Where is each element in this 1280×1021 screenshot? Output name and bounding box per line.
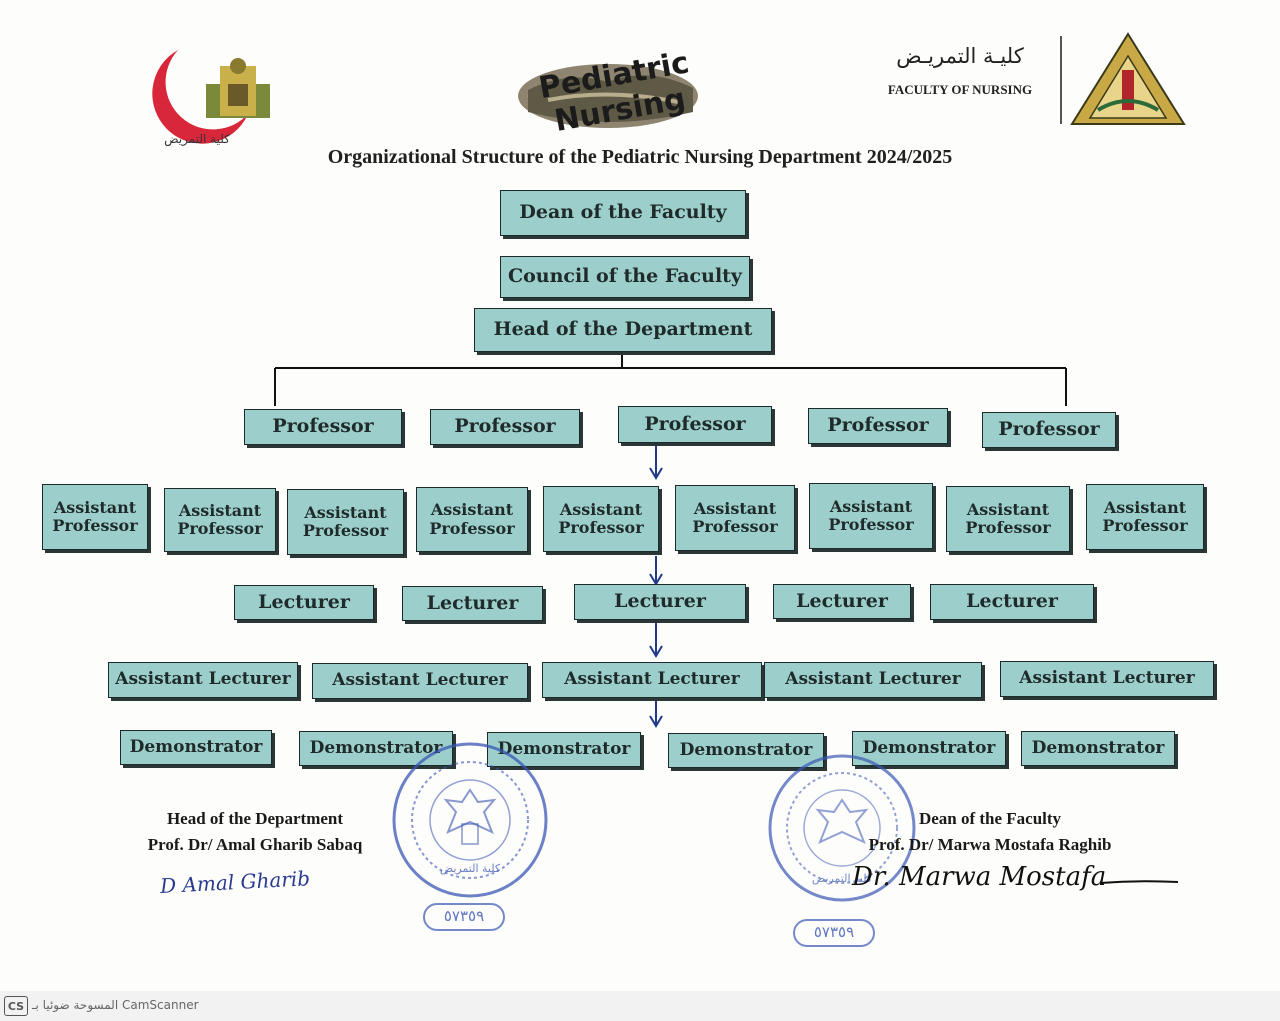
signature-underline xyxy=(1100,878,1180,888)
assistant-lecturer-box: Assistant Lecturer xyxy=(1000,661,1214,697)
dean-box: Dean of the Faculty xyxy=(500,190,746,236)
professor-box: Professor xyxy=(618,406,772,443)
left-signature-role: Head of the Department xyxy=(110,806,400,832)
left-signature-name: Prof. Dr/ Amal Gharib Sabaq xyxy=(110,832,400,858)
official-stamp-left: كلية التمريض ٥٧٣٥٩ xyxy=(390,740,550,940)
demonstrator-box: Demonstrator xyxy=(120,730,272,765)
assistant-professor-box: Assistant Professor xyxy=(287,489,404,555)
assistant-professor-box: Assistant Professor xyxy=(416,487,528,552)
assistant-lecturer-box: Assistant Lecturer xyxy=(312,663,528,699)
council-box: Council of the Faculty xyxy=(500,256,750,298)
assistant-professor-box: Assistant Professor xyxy=(164,488,276,552)
camscanner-logo-icon: CS xyxy=(4,996,28,1016)
camscanner-text: المسوحة ضوئيا بـ CamScanner xyxy=(32,998,199,1012)
professor-box: Professor xyxy=(808,408,948,444)
lecturer-box: Lecturer xyxy=(402,586,543,621)
assistant-lecturer-box: Assistant Lecturer xyxy=(108,662,298,698)
professor-box: Professor xyxy=(244,409,402,445)
assistant-professor-box: Assistant Professor xyxy=(675,485,795,551)
assistant-professor-box: Assistant Professor xyxy=(1086,484,1204,550)
assistant-professor-box: Assistant Professor xyxy=(42,484,148,550)
professor-box: Professor xyxy=(430,409,580,445)
demonstrator-box: Demonstrator xyxy=(1021,731,1175,766)
stamp-right-number: ٥٧٣٥٩ xyxy=(794,923,874,941)
assistant-lecturer-box: Assistant Lecturer xyxy=(542,662,762,698)
assistant-professor-box: Assistant Professor xyxy=(809,483,933,549)
professor-box: Professor xyxy=(982,412,1116,448)
stamp-left-text: كلية التمريض xyxy=(430,862,510,875)
lecturer-box: Lecturer xyxy=(574,584,746,620)
lecturer-box: Lecturer xyxy=(773,584,911,619)
lecturer-box: Lecturer xyxy=(234,585,374,620)
right-signature-role: Dean of the Faculty xyxy=(840,806,1140,832)
left-signature-block: Head of the Department Prof. Dr/ Amal Gh… xyxy=(110,806,400,857)
lecturer-box: Lecturer xyxy=(930,584,1094,620)
assistant-professor-box: Assistant Professor xyxy=(543,486,659,552)
head-of-department-box: Head of the Department xyxy=(474,308,772,352)
right-signature-block: Dean of the Faculty Prof. Dr/ Marwa Most… xyxy=(840,806,1140,857)
assistant-lecturer-box: Assistant Lecturer xyxy=(764,662,982,698)
right-signature-name: Prof. Dr/ Marwa Mostafa Raghib xyxy=(840,832,1140,858)
stamp-left-number: ٥٧٣٥٩ xyxy=(424,907,504,925)
assistant-professor-box: Assistant Professor xyxy=(946,486,1070,552)
